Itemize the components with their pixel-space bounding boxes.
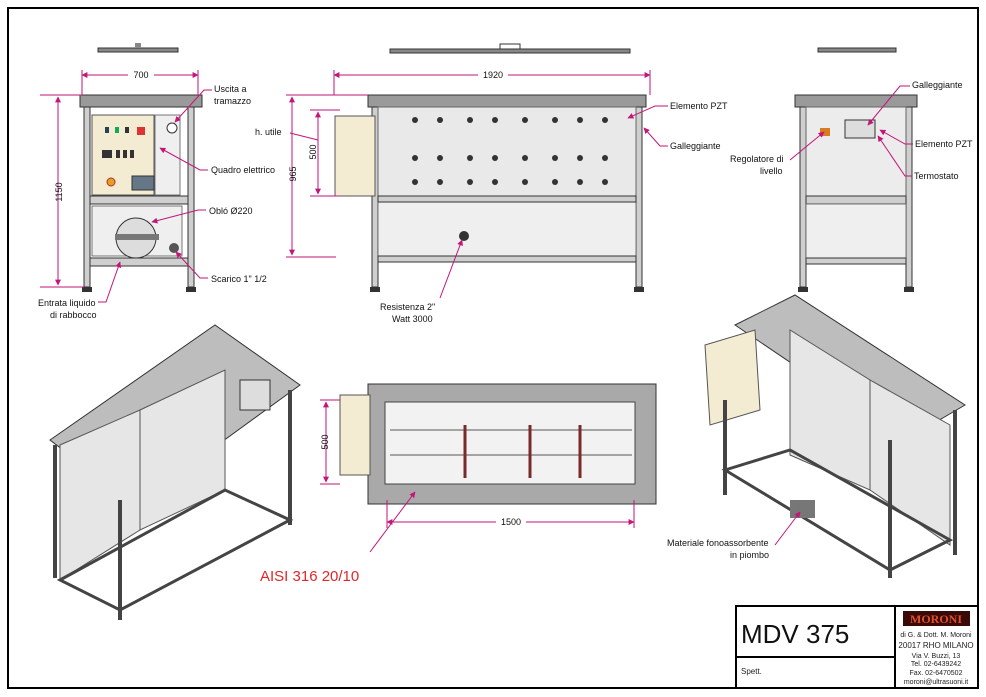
label-entrata-2: di rabbocco <box>50 310 97 320</box>
isometric-view-left <box>49 324 301 620</box>
side-view: 1920 500 965 h. utile Elemento PZT Galle… <box>255 43 728 324</box>
label-galleggiante-end: Galleggiante <box>912 80 963 90</box>
label-uscita-2: tramazzo <box>214 96 251 106</box>
plan-view: 500 1500 AISI 316 20/10 <box>260 383 657 585</box>
transducer-array <box>412 117 608 185</box>
dim-height-965: 965 <box>288 166 298 181</box>
label-materiale: Materiale fonoassorbente <box>667 538 769 548</box>
label-elemento-pzt: Elemento PZT <box>670 101 728 111</box>
label-materiale-2: in piombo <box>730 550 769 560</box>
main-switch-icon <box>137 127 145 135</box>
company-owner: di G. & Dott. M. Moroni <box>900 632 972 639</box>
label-resistenza-2: Watt 3000 <box>392 314 433 324</box>
label-galleggiante: Galleggiante <box>670 141 721 151</box>
company-address: Via V. Buzzi, 13 <box>912 653 961 660</box>
label-oblo: Obló Ø220 <box>209 206 253 216</box>
company-email: moroni@ultrasuoni.it <box>904 679 968 686</box>
sheet-border <box>7 7 979 689</box>
company-fax: Fax. 02-6470502 <box>910 670 963 677</box>
label-regolatore-2: livello <box>760 166 783 176</box>
front-view: 700 1150 Uscita a tramazzo Quadro elettr… <box>38 43 275 320</box>
client-label: Spett. <box>741 667 762 676</box>
end-view: Galleggiante Elemento PZT Regolatore di … <box>730 47 973 292</box>
front-lid <box>97 47 179 53</box>
dim-height-1150: 1150 <box>54 182 64 201</box>
label-termostato: Termostato <box>914 171 959 181</box>
label-regolatore: Regolatore di <box>730 154 784 164</box>
dim-h-utile-500: 500 <box>308 144 318 159</box>
label-quadro-elettrico: Quadro elettrico <box>211 165 275 175</box>
company-city: 20017 RHO MILANO <box>898 641 973 650</box>
label-h-utile: h. utile <box>255 127 282 137</box>
company-logo-text: MORONI <box>910 612 962 626</box>
isometric-view-right: Materiale fonoassorbente in piombo <box>667 294 966 578</box>
label-resistenza: Resistenza 2" <box>380 302 435 312</box>
company-logo <box>903 611 970 626</box>
dim-width-700: 700 <box>133 70 148 80</box>
label-uscita: Uscita a <box>214 84 247 94</box>
model-name: MDV 375 <box>741 619 849 649</box>
company-tel: Tel. 02-6439242 <box>911 661 961 668</box>
dim-depth-500: 500 <box>320 434 330 449</box>
label-elemento-pzt-end: Elemento PZT <box>915 139 973 149</box>
dim-length-1920: 1920 <box>483 70 503 80</box>
dim-length-1500: 1500 <box>501 517 521 527</box>
material-note: AISI 316 20/10 <box>260 568 359 585</box>
title-block: MDV 375 Spett. MORONI di G. & Dott. M. M… <box>735 605 979 689</box>
label-entrata: Entrata liquido <box>38 298 96 308</box>
lid-handle <box>135 43 141 48</box>
label-scarico: Scarico 1" 1/2 <box>211 274 267 284</box>
